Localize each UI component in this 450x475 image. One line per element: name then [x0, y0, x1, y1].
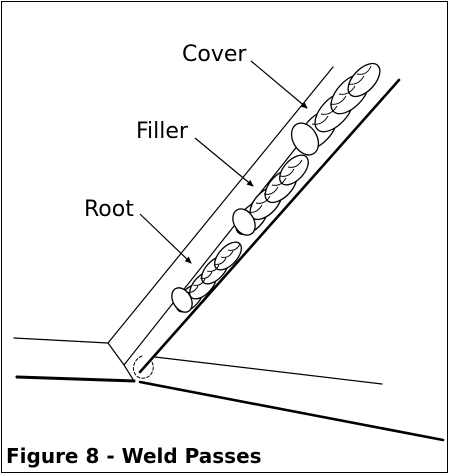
root-pass	[171, 241, 242, 313]
cover-ripples	[311, 65, 372, 125]
filler-ripples	[247, 159, 303, 213]
filler-label: Filler	[136, 119, 189, 144]
right-plate-surface	[154, 356, 383, 385]
root-label: Root	[84, 197, 134, 222]
cover-leader	[250, 60, 308, 109]
base-plate	[13, 337, 445, 442]
vertical-plate-outer-edge	[107, 66, 334, 344]
root-ripples	[185, 243, 241, 293]
left-plate-edge	[15, 375, 136, 383]
right-plate-edge	[138, 380, 445, 442]
cover-label: Cover	[182, 42, 247, 67]
filler-bead-start	[232, 208, 256, 236]
root-opening	[133, 355, 154, 379]
left-plate-surface	[13, 337, 109, 344]
filler-leader	[194, 137, 254, 187]
groove-back-line	[138, 78, 401, 374]
bevel-face	[107, 342, 135, 382]
cover-pass	[290, 62, 381, 156]
cover-bead-4	[347, 62, 381, 98]
root-bead-start	[171, 287, 193, 313]
leader-lines	[139, 60, 308, 264]
figure-caption: Figure 8 - Weld Passes	[6, 444, 262, 468]
root-leader	[139, 213, 192, 264]
cover-bead-start	[290, 122, 320, 156]
filler-pass	[232, 154, 309, 236]
